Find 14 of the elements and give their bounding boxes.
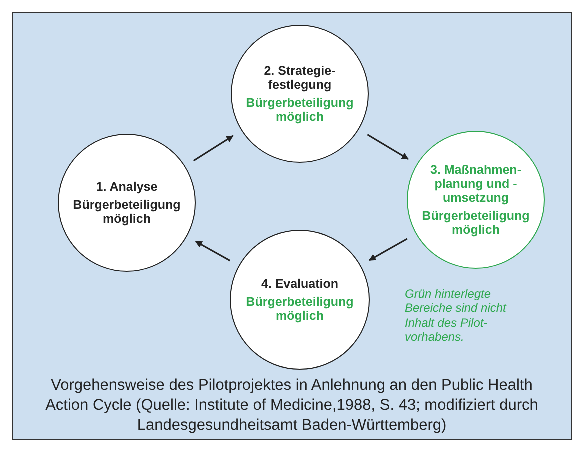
stage-note: Bürgerbeteiligung möglich bbox=[421, 209, 531, 237]
stage-title: 4. Evaluation bbox=[260, 277, 340, 291]
arrow bbox=[195, 240, 231, 262]
stage-title: 1. Analyse bbox=[95, 180, 159, 194]
note-text: Grün hinterlegte Bereiche sind nicht Inhalt des Pilot-vorhabens. bbox=[405, 287, 508, 345]
stage-note: Bürgerbeteiligung möglich bbox=[245, 295, 355, 323]
arrow bbox=[193, 135, 234, 162]
arrow bbox=[368, 238, 408, 262]
stage-note: Bürgerbeteiligung möglich bbox=[245, 96, 355, 124]
stage-note: Bürgerbeteiligung möglich bbox=[72, 198, 182, 226]
caption: Vorgehensweise des Pilotprojektes in Anlehnung an den Public Health Action Cycle (Quelle: Institute of Medicine,1988, S. 43; modifiziert durch Landesgesundheitsamt Baden-Württemberg) bbox=[44, 376, 540, 436]
stage-title: 3. Maßnahmen-planung und -umsetzung bbox=[430, 163, 522, 205]
stage-title: 2. Strategie-festlegung bbox=[263, 64, 337, 92]
arrow bbox=[367, 134, 409, 160]
